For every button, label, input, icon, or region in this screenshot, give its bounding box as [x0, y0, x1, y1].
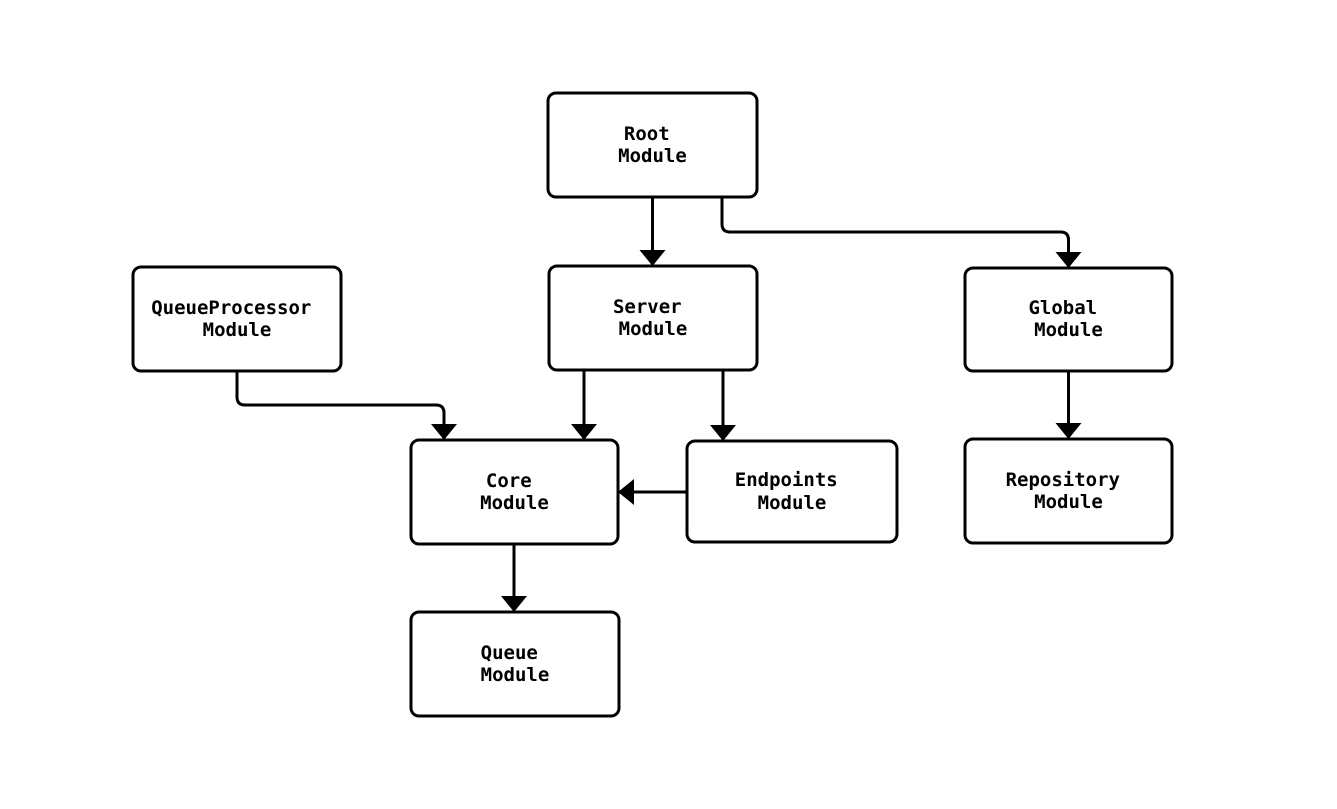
node-repository-module: Repository Module [963, 437, 1174, 545]
edge-root-to-global [720, 197, 1082, 268]
node-server-module: Server Module [547, 264, 759, 372]
node-queue-module: Queue Module [409, 610, 621, 718]
node-queueprocessor-module: QueueProcessor Module [131, 265, 343, 373]
node-endpoints-module: Endpoints Module [685, 439, 899, 544]
node-queueprocessor-module-label: QueueProcessor Module [151, 291, 323, 341]
node-server-module-label: Server Module [613, 290, 693, 340]
node-global-module-label: Global Module [1028, 291, 1108, 341]
node-core-module: Core Module [409, 438, 620, 546]
node-root-module: Root Module [546, 91, 759, 199]
node-core-module-label: Core Module [480, 464, 549, 514]
edge-queueprocessor-to-core [235, 371, 457, 440]
node-root-module-label: Root Module [618, 117, 687, 167]
node-repository-module-label: Repository Module [1006, 463, 1132, 513]
edge-layer [235, 197, 1082, 612]
node-endpoints-module-label: Endpoints Module [735, 463, 849, 514]
node-global-module: Global Module [963, 266, 1174, 373]
node-queue-module-label: Queue Module [481, 636, 550, 686]
